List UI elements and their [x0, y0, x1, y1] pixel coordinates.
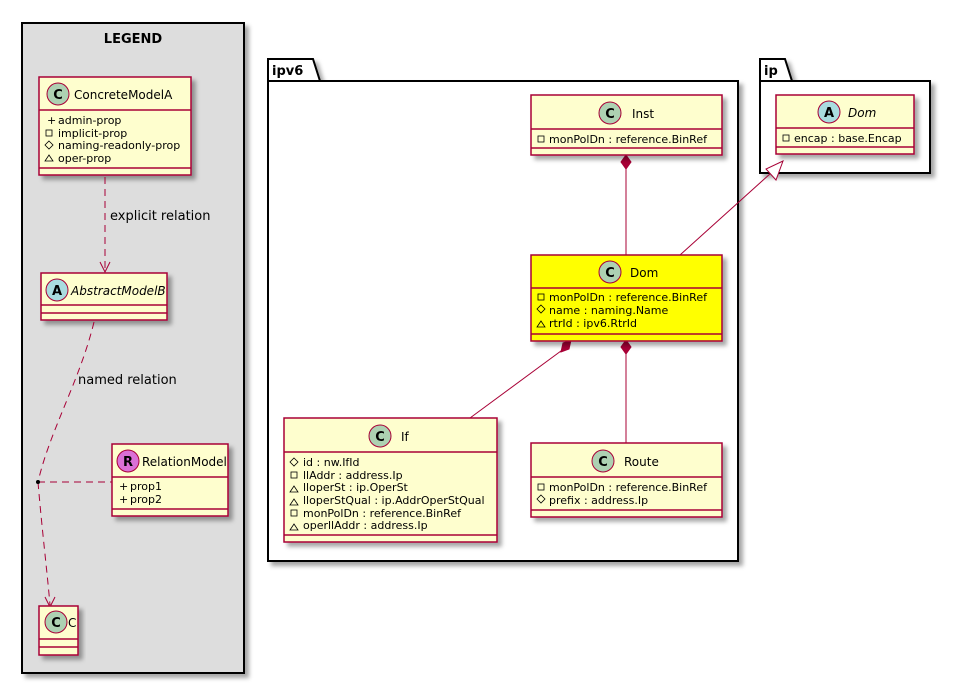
- legend-relation-model: R RelationModel + prop1 + prop2: [111, 443, 229, 517]
- legend-abstract-model-b: A AbstractModelB: [40, 272, 168, 321]
- private-icon: [290, 471, 298, 479]
- attribute: admin-prop: [58, 114, 121, 127]
- class-c-icon: [44, 610, 68, 634]
- svg-text:+: +: [119, 480, 128, 493]
- named-relation-label: named relation: [78, 373, 177, 388]
- svg-text:+: +: [119, 493, 128, 506]
- protected-icon: [289, 457, 299, 467]
- package-private-icon: [44, 154, 54, 162]
- svg-text:C: C: [605, 107, 615, 122]
- svg-text:+: +: [47, 114, 56, 127]
- legend-title: LEGEND: [104, 32, 163, 47]
- attribute: operllAddr : address.Ip: [303, 519, 428, 532]
- package-title: ip: [764, 64, 778, 79]
- composition-dom-route: [620, 339, 632, 443]
- composition-inst-dom: [620, 154, 632, 255]
- attribute: naming-readonly-prop: [58, 139, 180, 152]
- abstract-class-icon: [45, 278, 69, 302]
- private-icon: [537, 293, 545, 301]
- private-icon: [290, 509, 298, 517]
- svg-text:A: A: [52, 284, 62, 299]
- svg-text:C: C: [375, 430, 385, 445]
- svg-text:A: A: [824, 106, 834, 121]
- package-title: ipv6: [272, 64, 303, 79]
- class-c-icon: [46, 82, 70, 106]
- svg-text:C: C: [598, 455, 608, 470]
- package-private-icon: [289, 498, 299, 506]
- attribute: monPolDn : reference.BinRef: [549, 291, 708, 304]
- class-name: AbstractModelB: [70, 284, 166, 298]
- legend-explicit-relation-edge: explicit relation: [99, 177, 210, 274]
- svg-text:R: R: [123, 455, 133, 470]
- class-route: C Route monPolDn : reference.BinRef pref…: [530, 442, 723, 518]
- protected-icon: [536, 304, 546, 314]
- attribute: oper-prop: [58, 152, 111, 165]
- legend-concrete-model-a: C ConcreteModelA + admin-prop implicit-p…: [38, 76, 192, 176]
- class-name: C: [68, 616, 76, 630]
- protected-icon: [44, 140, 54, 150]
- class-name: Inst: [632, 107, 654, 121]
- attribute: monPolDn : reference.BinRef: [549, 133, 708, 146]
- class-inst: C Inst monPolDn : reference.BinRef: [530, 94, 723, 156]
- abstract-class-icon: [817, 100, 841, 124]
- class-c-icon: [598, 260, 622, 284]
- private-icon: [537, 483, 545, 491]
- class-name: If: [401, 430, 410, 444]
- attribute: name : naming.Name: [549, 304, 669, 317]
- explicit-relation-label: explicit relation: [110, 209, 210, 224]
- package-private-icon: [289, 523, 299, 531]
- private-icon: [782, 134, 790, 142]
- relation-class-icon: [116, 449, 140, 473]
- class-dom-ipv6: C Dom monPolDn : reference.BinRef name :…: [530, 254, 723, 342]
- class-name: Route: [624, 455, 659, 469]
- attribute: encap : base.Encap: [794, 132, 902, 145]
- attribute: prefix : address.Ip: [549, 494, 648, 507]
- protected-icon: [536, 494, 546, 504]
- class-if: C If id : nw.IfId llAddr : address.Ip ll…: [283, 417, 498, 543]
- svg-text:C: C: [605, 266, 615, 281]
- attribute: prop2: [130, 493, 162, 506]
- class-c-icon: [368, 424, 392, 448]
- package-private-icon: [289, 485, 299, 493]
- legend-class-c: C C: [38, 605, 79, 656]
- attribute: rtrId : ipv6.RtrId: [549, 317, 637, 330]
- attribute: prop1: [130, 480, 162, 493]
- attribute: llAddr : address.Ip: [303, 469, 403, 482]
- attribute: implicit-prop: [58, 127, 127, 140]
- class-name: Dom: [848, 106, 876, 120]
- private-icon: [537, 135, 545, 143]
- class-dom-ip: A Dom encap : base.Encap: [775, 94, 915, 155]
- attribute: monPolDn : reference.BinRef: [549, 481, 708, 494]
- class-name: RelationModel: [142, 455, 227, 469]
- class-name: Dom: [630, 266, 658, 280]
- class-c-icon: [598, 101, 622, 125]
- package-private-icon: [536, 320, 546, 328]
- class-c-icon: [591, 449, 615, 473]
- stereotype-letter: C: [53, 88, 63, 103]
- attribute: monPolDn : reference.BinRef: [303, 507, 462, 520]
- attribute: id : nw.IfId: [303, 456, 360, 469]
- generalization-dom-ipdom: [679, 160, 784, 256]
- composition-dom-if: [469, 339, 572, 419]
- svg-text:C: C: [51, 616, 61, 631]
- attribute: lloperStQual : ip.AddrOperStQual: [303, 494, 485, 507]
- private-icon: [45, 129, 53, 137]
- class-name: ConcreteModelA: [74, 88, 173, 102]
- attribute: lloperSt : ip.OperSt: [303, 481, 409, 494]
- legend-named-relation-edge: named relation: [36, 321, 177, 609]
